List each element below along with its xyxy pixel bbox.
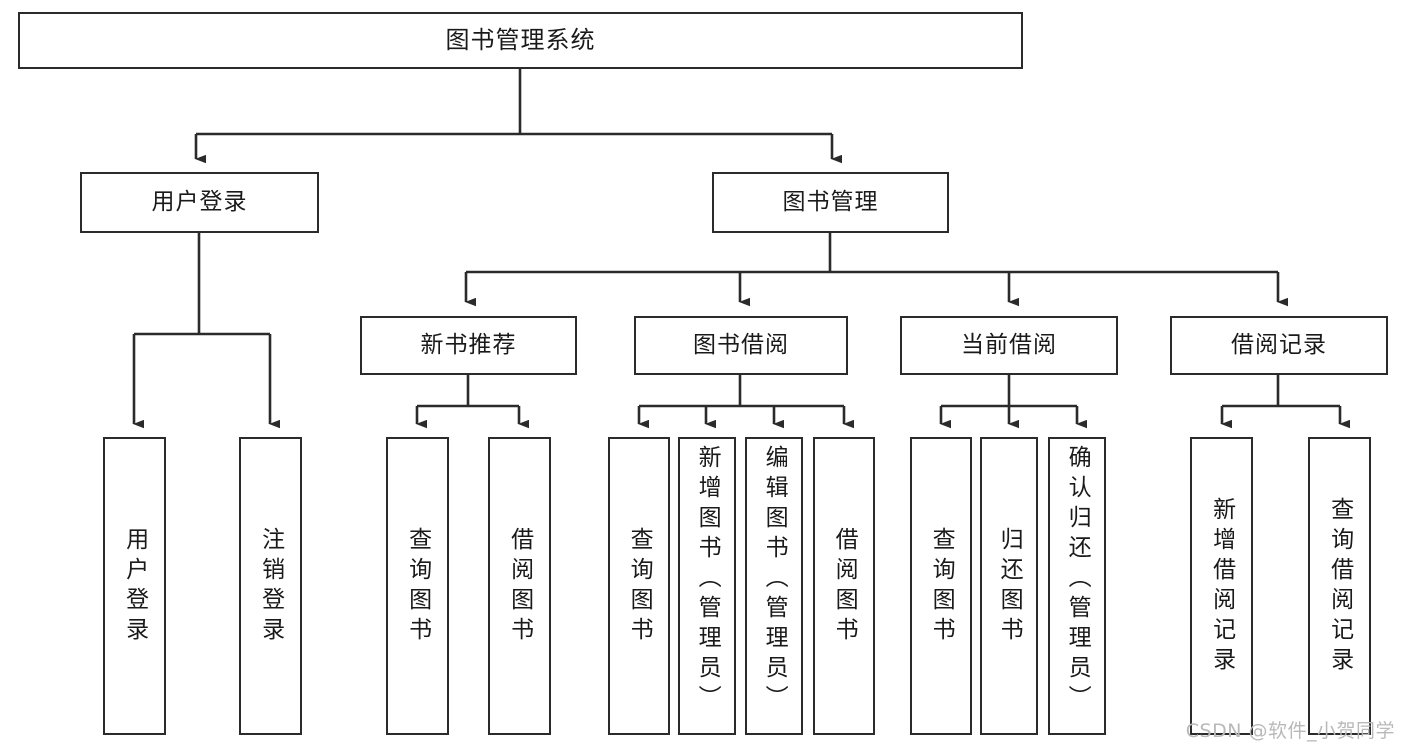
node-leaf-borrow-book-2[interactable]: 借阅图书 [813, 437, 875, 735]
node-leaf-add-record[interactable]: 新增借阅记录 [1190, 437, 1253, 735]
node-leaf-borrow-book-1[interactable]: 借阅图书 [488, 437, 551, 735]
node-leaf-query-book-3[interactable]: 查询图书 [910, 437, 972, 735]
node-book-borrow[interactable]: 图书借阅 [634, 316, 848, 375]
node-new-book-rec[interactable]: 新书推荐 [360, 316, 577, 375]
node-leaf-query-book-1[interactable]: 查询图书 [386, 437, 449, 735]
node-leaf-query-book-2[interactable]: 查询图书 [608, 437, 670, 735]
node-leaf-user-logout[interactable]: 注销登录 [239, 437, 302, 735]
node-leaf-confirm-return[interactable]: 确认归还（管理员） [1048, 437, 1106, 735]
watermark: CSDN @软件_小贺同学 [1185, 720, 1395, 742]
node-leaf-query-record[interactable]: 查询借阅记录 [1308, 437, 1371, 735]
node-user-login[interactable]: 用户登录 [80, 172, 319, 233]
node-leaf-edit-book[interactable]: 编辑图书（管理员） [745, 437, 803, 735]
node-leaf-add-book[interactable]: 新增图书（管理员） [678, 437, 736, 735]
node-leaf-return-book[interactable]: 归还图书 [980, 437, 1038, 735]
node-book-manage[interactable]: 图书管理 [712, 172, 949, 233]
node-borrow-record[interactable]: 借阅记录 [1170, 316, 1388, 375]
node-current-borrow[interactable]: 当前借阅 [900, 316, 1118, 375]
node-root[interactable]: 图书管理系统 [18, 12, 1023, 69]
node-leaf-user-login[interactable]: 用户登录 [103, 437, 166, 735]
